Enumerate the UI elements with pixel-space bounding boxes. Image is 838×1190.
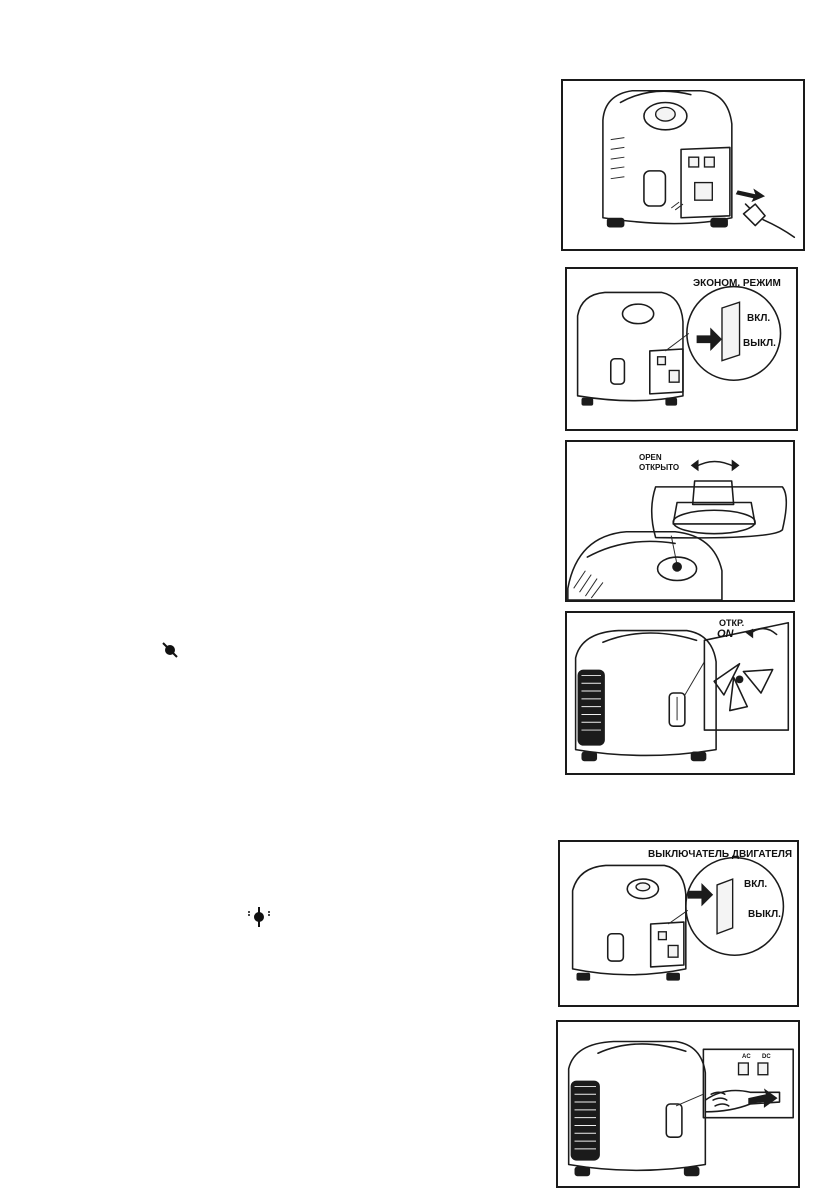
engine-switch-title: ВЫКЛЮЧАТЕЛЬ ДВИГАТЕЛЯ (648, 849, 793, 860)
panel-ac-label: AC (742, 1054, 751, 1060)
generator-illustration (571, 856, 785, 981)
eco-mode-title: ЭКОНОМ. РЕЖИМ (693, 278, 781, 289)
valve-open-label: ОТКР. (719, 618, 745, 628)
engine-on-label: ВКЛ. (744, 879, 768, 890)
figure-engine-switch: ВЫКЛЮЧАТЕЛЬ ДВИГАТЕЛЯ ВКЛ. ВЫКЛ. (558, 840, 799, 1007)
figure-eco-mode: ЭКОНОМ. РЕЖИМ ВКЛ. ВЫКЛ. (565, 267, 798, 431)
fuel-cap-illustration (567, 459, 788, 600)
figure-recoil-start: AC DC (556, 1020, 800, 1188)
figure-unplug (561, 79, 805, 251)
panel-dc-label: DC (762, 1054, 771, 1060)
open-en-label: OPEN (639, 453, 662, 462)
choke-symbol-icon (160, 640, 180, 660)
generator-illustration (567, 1040, 794, 1177)
eco-on-label: ВКЛ. (747, 313, 771, 324)
engine-switch-symbol-icon (246, 906, 272, 928)
engine-off-label: ВЫКЛ. (748, 909, 781, 920)
valve-on-label: ON (717, 628, 734, 640)
open-ru-label: ОТКРЫТО (639, 463, 680, 472)
figure-fuel-cap-vent: OPEN ОТКРЫТО (565, 440, 795, 602)
generator-illustration (574, 621, 790, 762)
generator-illustration (576, 285, 782, 406)
generator-illustration (602, 89, 796, 239)
eco-off-label: ВЫКЛ. (743, 338, 776, 349)
figure-fuel-valve: ОТКР. ON (565, 611, 795, 775)
